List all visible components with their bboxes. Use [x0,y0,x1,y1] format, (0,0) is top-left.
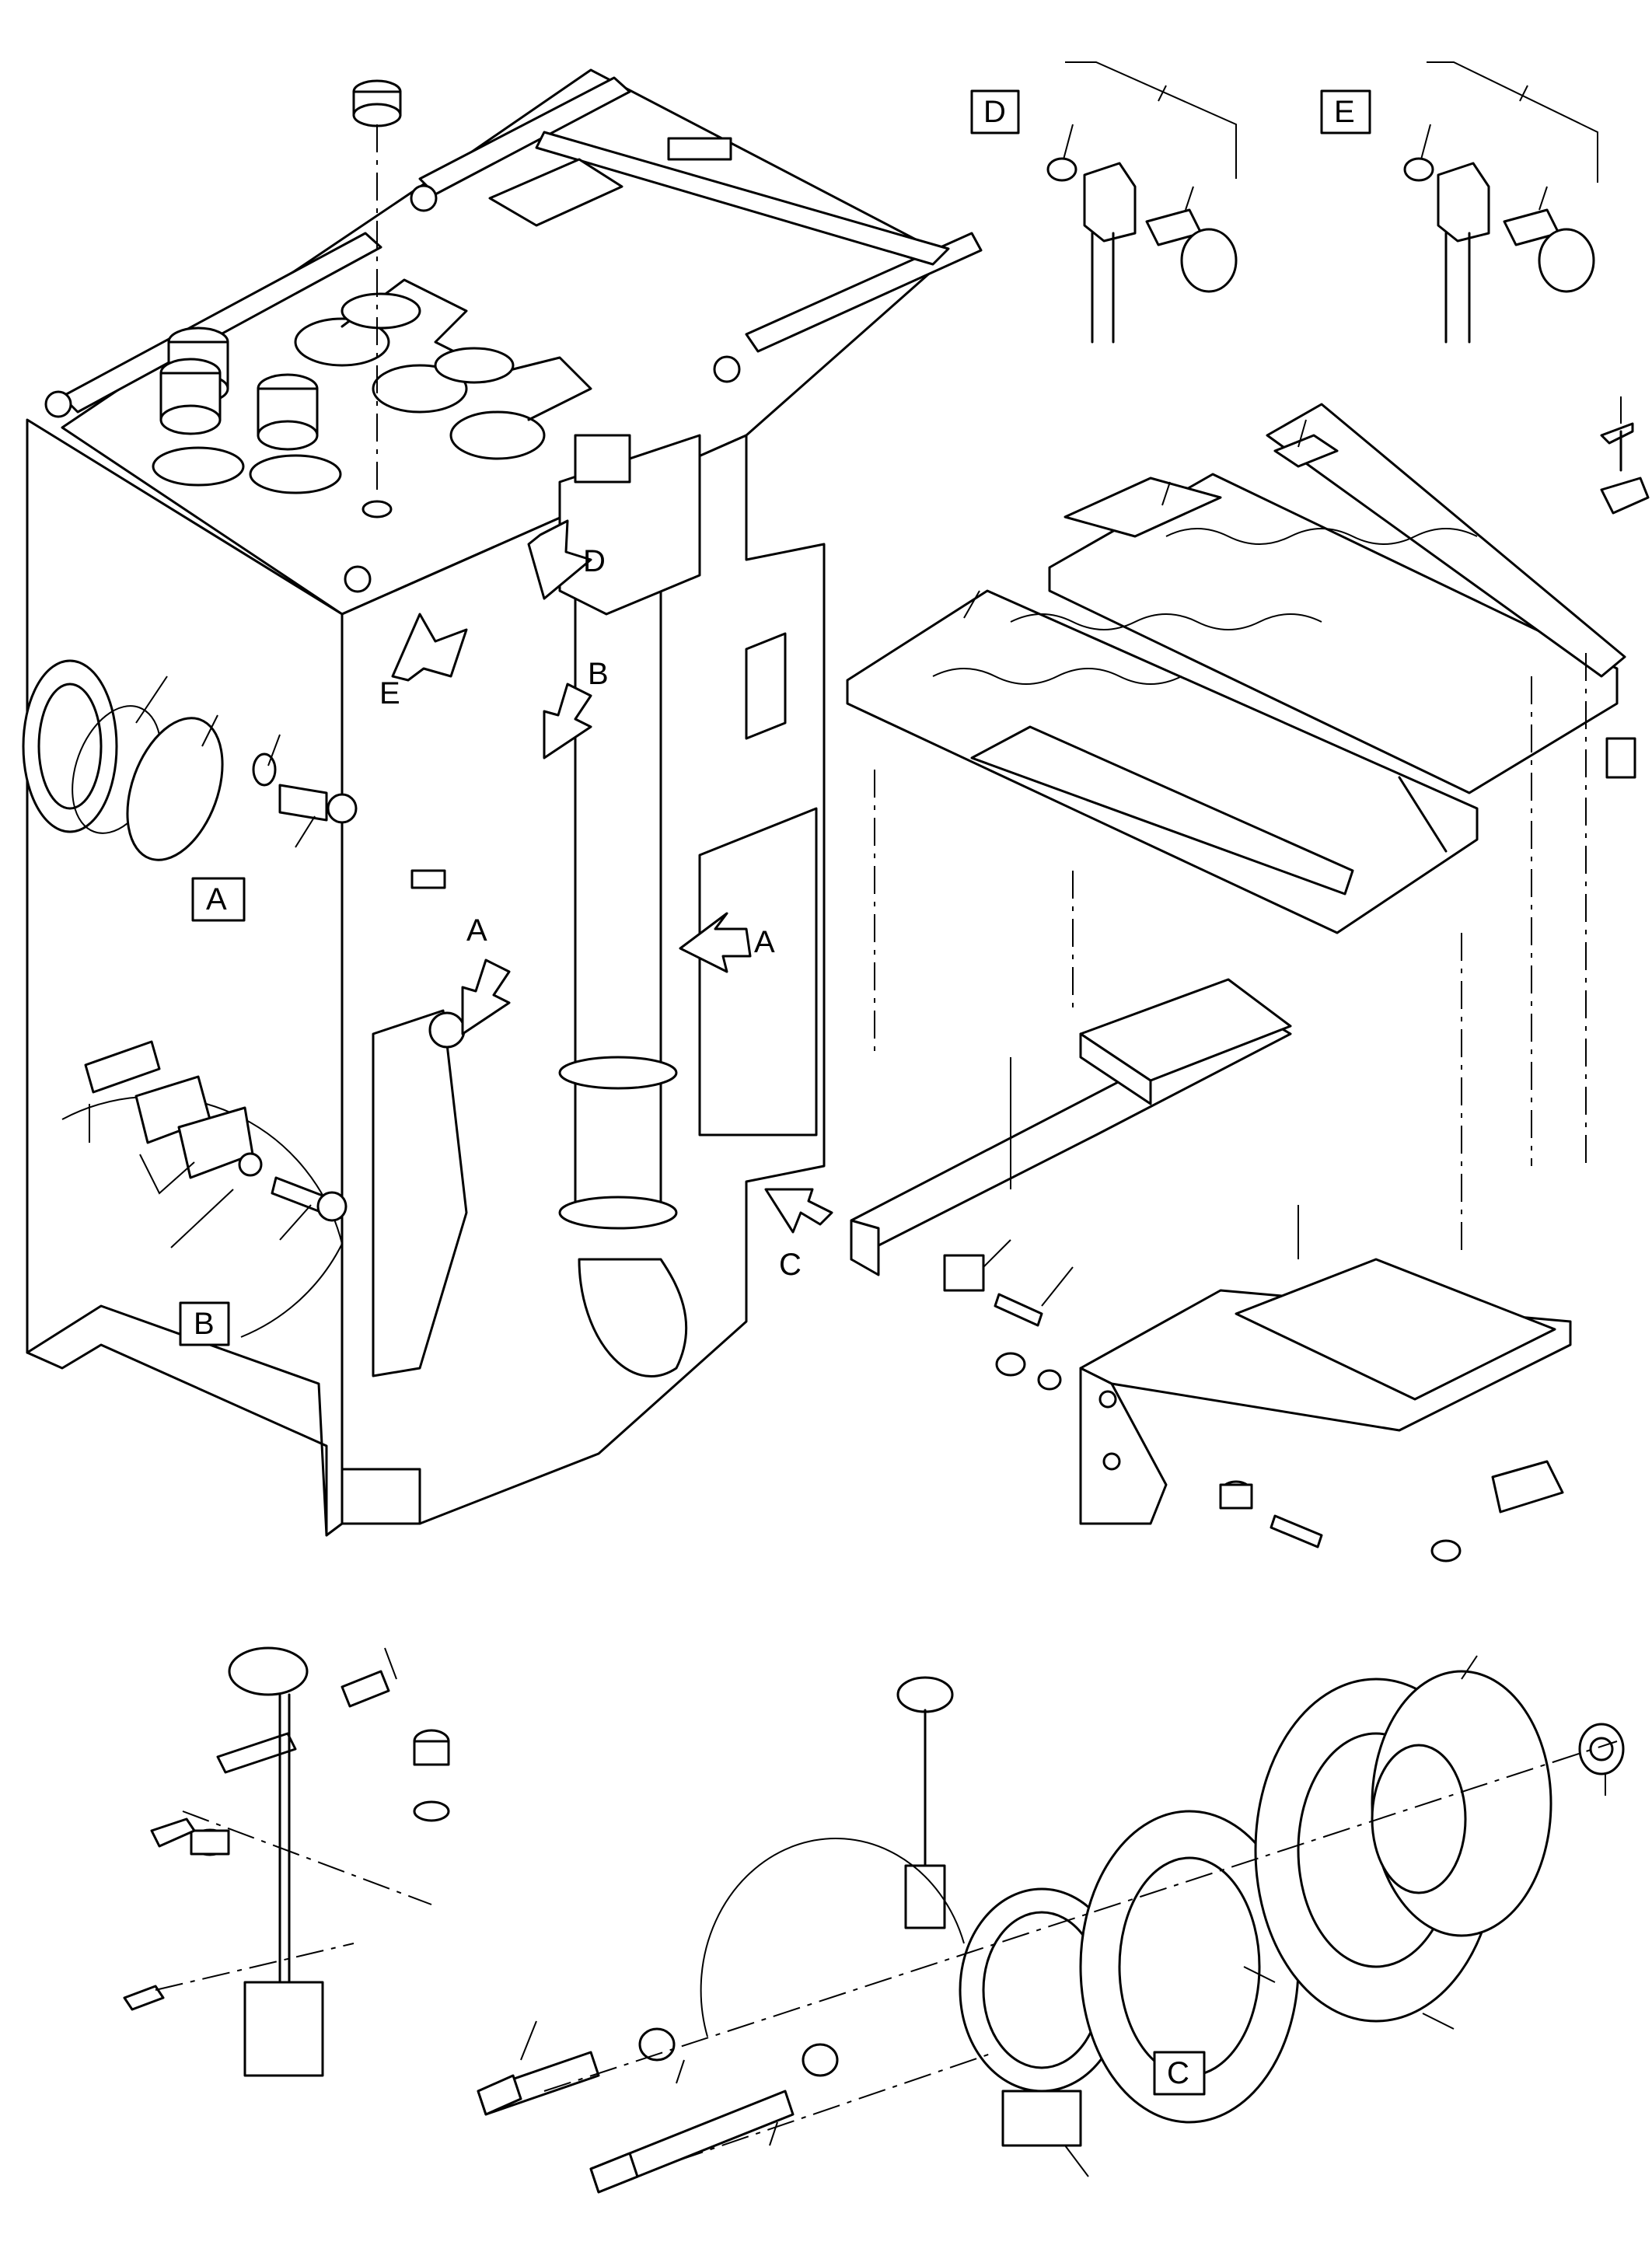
flange-assembly: C [477,1655,1625,2194]
valve-handle-assembly [123,1646,450,2077]
fastener-set-right [1600,396,1650,779]
detail-e-tag [1320,89,1371,134]
detail-a-tag [191,877,246,922]
callout-arrow-icon [764,1188,833,1234]
callout-arrow-icon [391,613,468,682]
suction-pipe [558,535,688,1378]
detail-d-tag [970,89,1020,134]
callout-label-a: A [466,913,487,948]
callout-label-e: E [379,676,400,711]
callout-arrow-icon [679,912,752,973]
breather-cap [352,79,402,518]
detail-a-tag-label: A [206,882,227,917]
filler-caps [152,326,342,494]
tank-assembly [22,68,983,1537]
callout-arrow-icon [461,958,511,1035]
detail-c-tag-label: C [1167,2056,1189,2090]
detail-c-tag [1153,2051,1206,2096]
detail-b-tag [179,1301,230,1346]
callout-arrows: D E B A A C [379,519,833,1282]
callout-label-d: D [583,544,606,578]
callout-label-b: B [588,657,609,691]
support-brackets [850,978,1572,1562]
walkway-plates [846,403,1626,1252]
detail-e-tag-label: E [1334,95,1355,129]
detail-d: D [970,61,1238,344]
detail-d-tag-label: D [983,95,1006,129]
detail-a: A [72,676,358,922]
detail-b-tag-label: B [194,1307,215,1341]
callout-arrow-icon [527,519,592,600]
callout-label-c: C [779,1248,802,1282]
strainer-assembly [294,278,592,460]
detail-b: B [84,1040,348,1346]
detail-e: E [1320,61,1598,344]
callout-arrow-icon [543,683,592,759]
callout-label-a-right: A [754,925,775,959]
